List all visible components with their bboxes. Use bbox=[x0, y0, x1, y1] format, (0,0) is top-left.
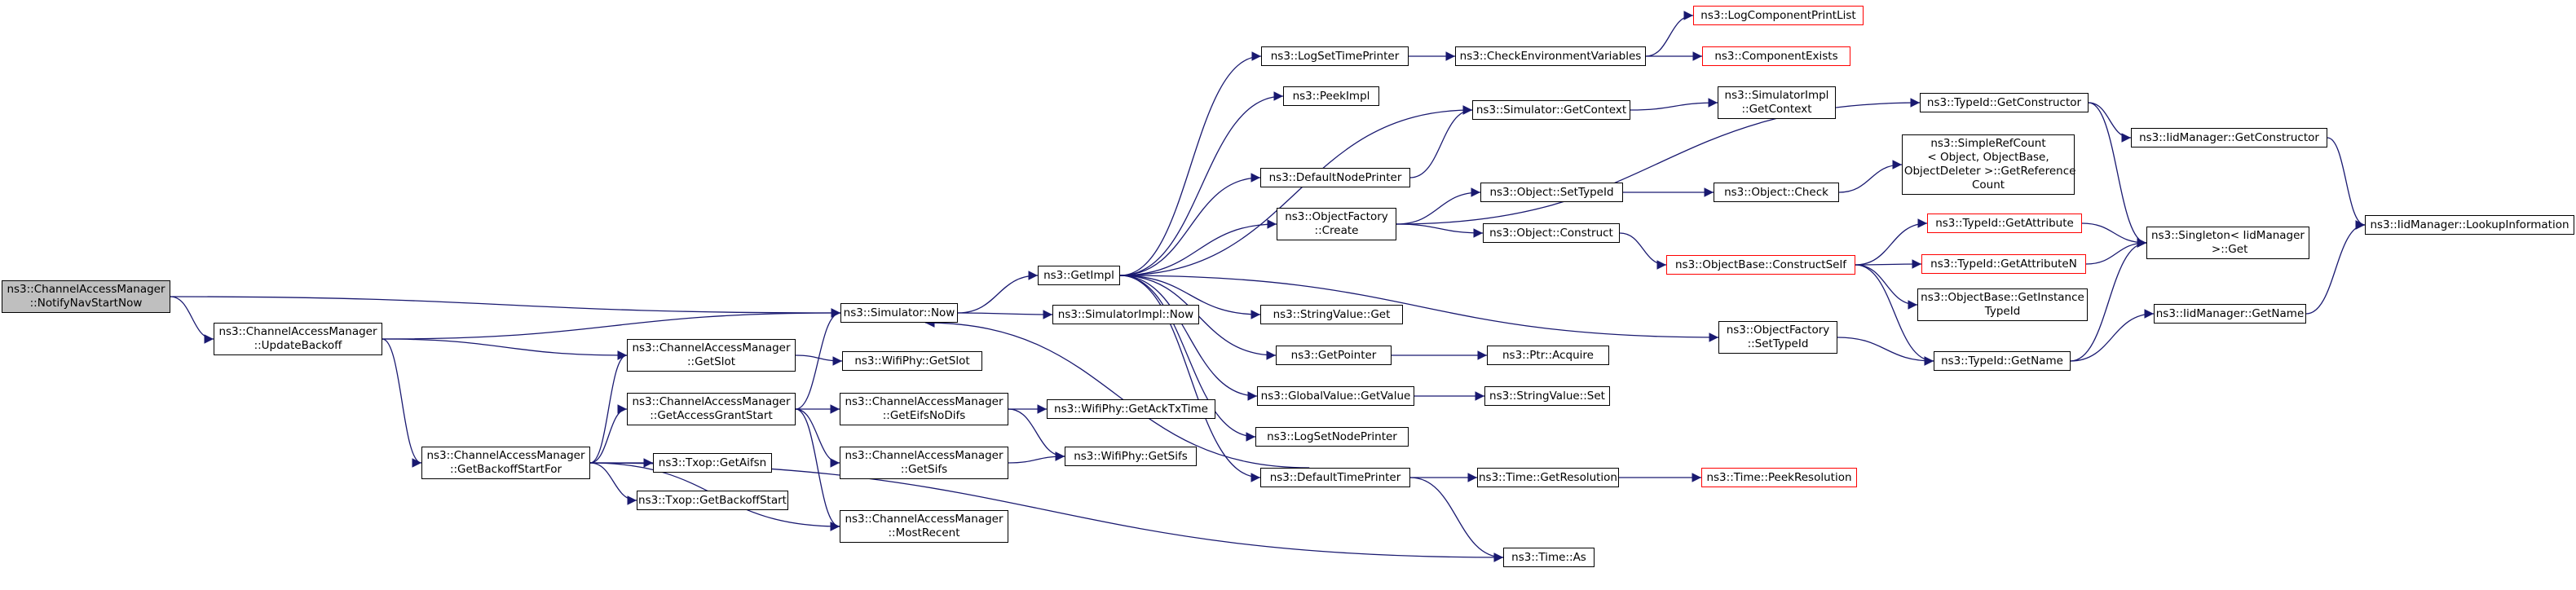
node-check-environment-variables[interactable]: ns3::CheckEnvironmentVariables bbox=[1455, 46, 1646, 66]
node-log-component-print-list[interactable]: ns3::LogComponentPrintList bbox=[1693, 6, 1864, 25]
call-edge-n23-n24 bbox=[1619, 232, 1667, 270]
node-get-eifs-no-difs[interactable]: ns3::ChannelAccessManager ::GetEifsNoDif… bbox=[840, 393, 1008, 425]
call-edge-n32-n31 bbox=[2305, 220, 2366, 315]
call-edge-n8-n20 bbox=[1396, 187, 1481, 225]
node-iid-manager-get-constructor[interactable]: ns3::IidManager::GetConstructor bbox=[2131, 128, 2327, 148]
call-edge-n3-n33 bbox=[1119, 275, 1719, 342]
call-edge-n24-n28 bbox=[1855, 264, 1934, 366]
node-simulator-impl-now[interactable]: ns3::SimulatorImpl::Now bbox=[1052, 305, 1199, 324]
node-peek-impl[interactable]: ns3::PeekImpl bbox=[1283, 86, 1379, 106]
call-edge-n3-n11 bbox=[1119, 275, 1258, 401]
node-get-access-grant-start[interactable]: ns3::ChannelAccessManager ::GetAccessGra… bbox=[627, 393, 796, 425]
node-object-construct[interactable]: ns3::Object::Construct bbox=[1483, 223, 1620, 243]
call-edge-n28-n30 bbox=[2070, 238, 2147, 362]
call-edge-n19-n30 bbox=[2088, 102, 2147, 248]
node-simulator-get-context[interactable]: ns3::Simulator::GetContext bbox=[1472, 100, 1630, 120]
call-edge-n33-n28 bbox=[1837, 337, 1934, 366]
node-type-id-get-constructor[interactable]: ns3::TypeId::GetConstructor bbox=[1920, 93, 2089, 112]
call-edge-n14-n15 bbox=[1645, 11, 1694, 57]
call-edge-n13-n1 bbox=[924, 318, 1310, 469]
call-edge-n2-n1 bbox=[382, 308, 841, 340]
node-get-sifs[interactable]: ns3::ChannelAccessManager ::GetSifs bbox=[840, 447, 1008, 479]
call-edge-n44-n45 bbox=[1008, 451, 1065, 464]
node-time-peek-resolution[interactable]: ns3::Time::PeekResolution bbox=[1701, 468, 1857, 487]
node-string-value-set[interactable]: ns3::StringValue::Set bbox=[1484, 386, 1610, 406]
call-edge-n3-n12 bbox=[1119, 275, 1256, 442]
node-object-base-get-instance-type-id[interactable]: ns3::ObjectBase::GetInstance TypeId bbox=[1917, 288, 2088, 321]
call-edge-n1-n3 bbox=[957, 271, 1039, 314]
call-edge-n0-n1 bbox=[170, 296, 841, 318]
call-edge-n3-n13 bbox=[1119, 275, 1261, 482]
node-iid-manager-get-name[interactable]: ns3::IidManager::GetName bbox=[2154, 304, 2306, 324]
call-edge-n3-n9 bbox=[1119, 275, 1261, 319]
node-time-as[interactable]: ns3::Time::As bbox=[1503, 548, 1595, 567]
node-wifi-phy-get-sifs[interactable]: ns3::WifiPhy::GetSifs bbox=[1065, 447, 1197, 466]
node-time-get-resolution[interactable]: ns3::Time::GetResolution bbox=[1477, 468, 1619, 487]
node-object-base-construct-self[interactable]: ns3::ObjectBase::ConstructSelf bbox=[1666, 255, 1855, 275]
node-simulator-now[interactable]: ns3::Simulator::Now bbox=[840, 303, 958, 323]
node-default-time-printer[interactable]: ns3::DefaultTimePrinter bbox=[1260, 468, 1410, 487]
node-log-set-time-printer[interactable]: ns3::LogSetTimePrinter bbox=[1261, 46, 1409, 66]
call-edge-n8-n23 bbox=[1396, 223, 1484, 238]
node-get-slot[interactable]: ns3::ChannelAccessManager ::GetSlot bbox=[627, 339, 796, 372]
node-global-value-get-value[interactable]: ns3::GlobalValue::GetValue bbox=[1257, 386, 1414, 406]
call-edge-n41-n1 bbox=[795, 308, 841, 410]
node-simulator-impl-get-context[interactable]: ns3::SimulatorImpl ::GetContext bbox=[1718, 86, 1836, 119]
call-edge-n3-n6 bbox=[1119, 91, 1284, 276]
call-edge-n29-n31 bbox=[2327, 137, 2366, 230]
call-edge-n2-n39 bbox=[382, 338, 628, 360]
call-edge-n25-n30 bbox=[2081, 222, 2147, 248]
node-get-pointer[interactable]: ns3::GetPointer bbox=[1276, 346, 1392, 365]
call-edge-n28-n32 bbox=[2070, 309, 2155, 362]
node-ptr-acquire[interactable]: ns3::Ptr::Acquire bbox=[1487, 346, 1609, 365]
node-type-id-get-attribute-n[interactable]: ns3::TypeId::GetAttributeN bbox=[1921, 254, 2086, 274]
call-edge-n3-n7 bbox=[1119, 173, 1261, 276]
call-edge-n3-n8 bbox=[1119, 219, 1277, 276]
call-edge-n24-n27 bbox=[1855, 264, 1918, 310]
call-edge-n24-n26 bbox=[1855, 259, 1922, 269]
node-get-backoff-start-for[interactable]: ns3::ChannelAccessManager ::GetBackoffSt… bbox=[421, 447, 590, 479]
call-edge-n7-n17 bbox=[1409, 105, 1473, 178]
node-default-node-printer[interactable]: ns3::DefaultNodePrinter bbox=[1260, 168, 1410, 187]
node-component-exists[interactable]: ns3::ComponentExists bbox=[1702, 46, 1850, 66]
node-update-backoff[interactable]: ns3::ChannelAccessManager ::UpdateBackof… bbox=[214, 323, 382, 355]
node-object-check[interactable]: ns3::Object::Check bbox=[1714, 183, 1839, 202]
node-most-recent[interactable]: ns3::ChannelAccessManager ::MostRecent bbox=[840, 510, 1008, 543]
node-object-factory-create[interactable]: ns3::ObjectFactory ::Create bbox=[1277, 208, 1396, 240]
call-edge-n47-n41 bbox=[589, 404, 628, 464]
call-edge-n47-n39 bbox=[589, 350, 628, 464]
call-edge-n1-n4 bbox=[957, 310, 1053, 319]
call-edge-n47-n49 bbox=[589, 462, 637, 505]
call-edge-n41-n44 bbox=[795, 408, 840, 468]
node-txop-get-backoff-start[interactable]: ns3::Txop::GetBackoffStart bbox=[637, 491, 788, 510]
node-singleton-iid-manager-get[interactable]: ns3::Singleton< IidManager >::Get bbox=[2146, 227, 2309, 259]
node-object-set-type-id[interactable]: ns3::Object::SetTypeId bbox=[1480, 183, 1623, 202]
call-edge-n19-n29 bbox=[2088, 102, 2132, 143]
node-string-value-get[interactable]: ns3::StringValue::Get bbox=[1260, 305, 1403, 324]
call-edge-n17-n18 bbox=[1630, 98, 1718, 111]
node-log-set-node-printer[interactable]: ns3::LogSetNodePrinter bbox=[1255, 427, 1409, 447]
node-wifi-phy-get-ack-tx-time[interactable]: ns3::WifiPhy::GetAckTxTime bbox=[1047, 399, 1215, 419]
call-edge-n21-n22 bbox=[1838, 160, 1903, 193]
call-edge-n41-n46 bbox=[795, 408, 840, 531]
call-edge-n3-n5 bbox=[1119, 51, 1262, 276]
call-edge-n8-n19 bbox=[1396, 98, 1921, 225]
call-edge-n2-n47 bbox=[382, 338, 422, 468]
call-edge-n24-n25 bbox=[1855, 218, 1928, 266]
call-edge-n3-n17 bbox=[1119, 105, 1473, 276]
node-simple-ref-count-get-reference-count[interactable]: ns3::SimpleRefCount < Object, ObjectBase… bbox=[1902, 134, 2075, 195]
call-edge-n13-n38 bbox=[1409, 477, 1504, 562]
node-object-factory-set-type-id[interactable]: ns3::ObjectFactory ::SetTypeId bbox=[1718, 321, 1837, 354]
node-wifi-phy-get-slot[interactable]: ns3::WifiPhy::GetSlot bbox=[842, 351, 982, 371]
call-edge-n0-n2 bbox=[170, 296, 214, 344]
node-txop-get-aifsn[interactable]: ns3::Txop::GetAifsn bbox=[653, 453, 772, 473]
node-get-impl[interactable]: ns3::GetImpl bbox=[1038, 266, 1120, 285]
node-iid-manager-lookup-information[interactable]: ns3::IidManager::LookupInformation bbox=[2365, 215, 2574, 235]
node-notify-nav-start-now: ns3::ChannelAccessManager ::NotifyNavSta… bbox=[2, 280, 170, 313]
node-type-id-get-name[interactable]: ns3::TypeId::GetName bbox=[1934, 351, 2071, 371]
node-type-id-get-attribute[interactable]: ns3::TypeId::GetAttribute bbox=[1927, 214, 2082, 233]
